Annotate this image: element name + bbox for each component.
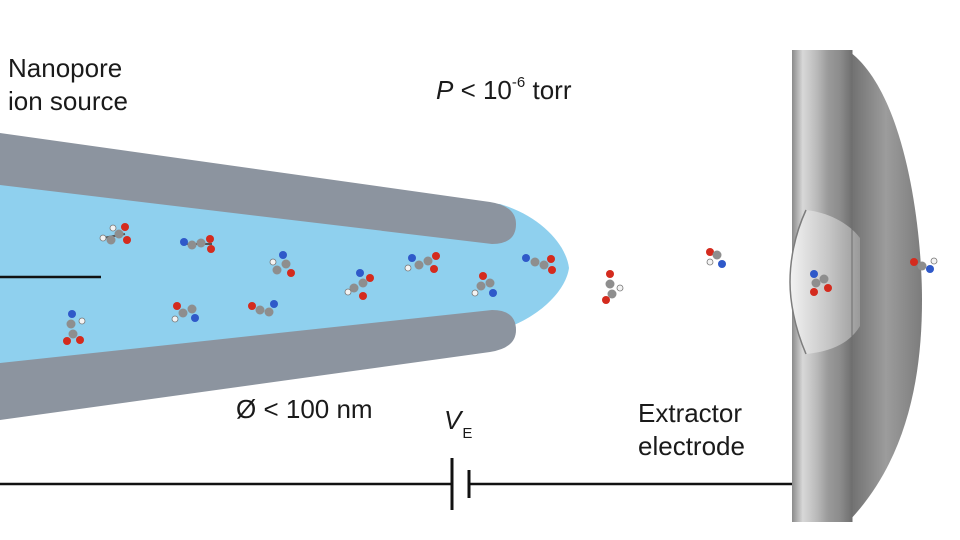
molecule <box>180 235 215 253</box>
label-pressure: P < 10-6 torr <box>436 74 571 111</box>
voltage-subscript: E <box>462 425 473 442</box>
molecule <box>269 251 295 277</box>
capillary-wall-top <box>0 133 516 244</box>
molecule <box>99 223 131 245</box>
label-diameter: Ø < 100 nm <box>236 394 373 424</box>
pressure-symbol: P <box>436 75 454 105</box>
molecule <box>344 269 374 300</box>
circuit <box>0 458 798 510</box>
label-source-line1: Nanopore <box>8 53 123 83</box>
molecule <box>171 302 199 323</box>
molecule <box>522 254 556 274</box>
molecule <box>810 270 832 296</box>
extractor-electrode <box>789 50 922 522</box>
molecule <box>706 248 726 268</box>
pressure-relation: < 10 <box>453 75 512 105</box>
capillary-wall-bottom <box>0 310 516 420</box>
label-source-line2: ion source <box>8 86 128 116</box>
molecule <box>404 252 440 273</box>
pressure-unit: torr <box>525 75 572 105</box>
label-extractor-line2: electrode <box>638 431 745 461</box>
label-extractor-line1: Extractor <box>638 398 743 428</box>
pressure-exponent: -6 <box>511 74 526 91</box>
molecule <box>248 300 278 317</box>
molecule <box>602 270 624 304</box>
label-voltage: VE <box>444 404 473 442</box>
voltage-symbol: V <box>444 405 462 435</box>
analyte-molecules <box>63 223 938 345</box>
molecule <box>910 257 938 273</box>
label-source: Nanopore ion source <box>8 52 128 118</box>
molecule <box>471 272 497 297</box>
molecule <box>63 310 86 345</box>
label-extractor: Extractor electrode <box>638 397 745 463</box>
